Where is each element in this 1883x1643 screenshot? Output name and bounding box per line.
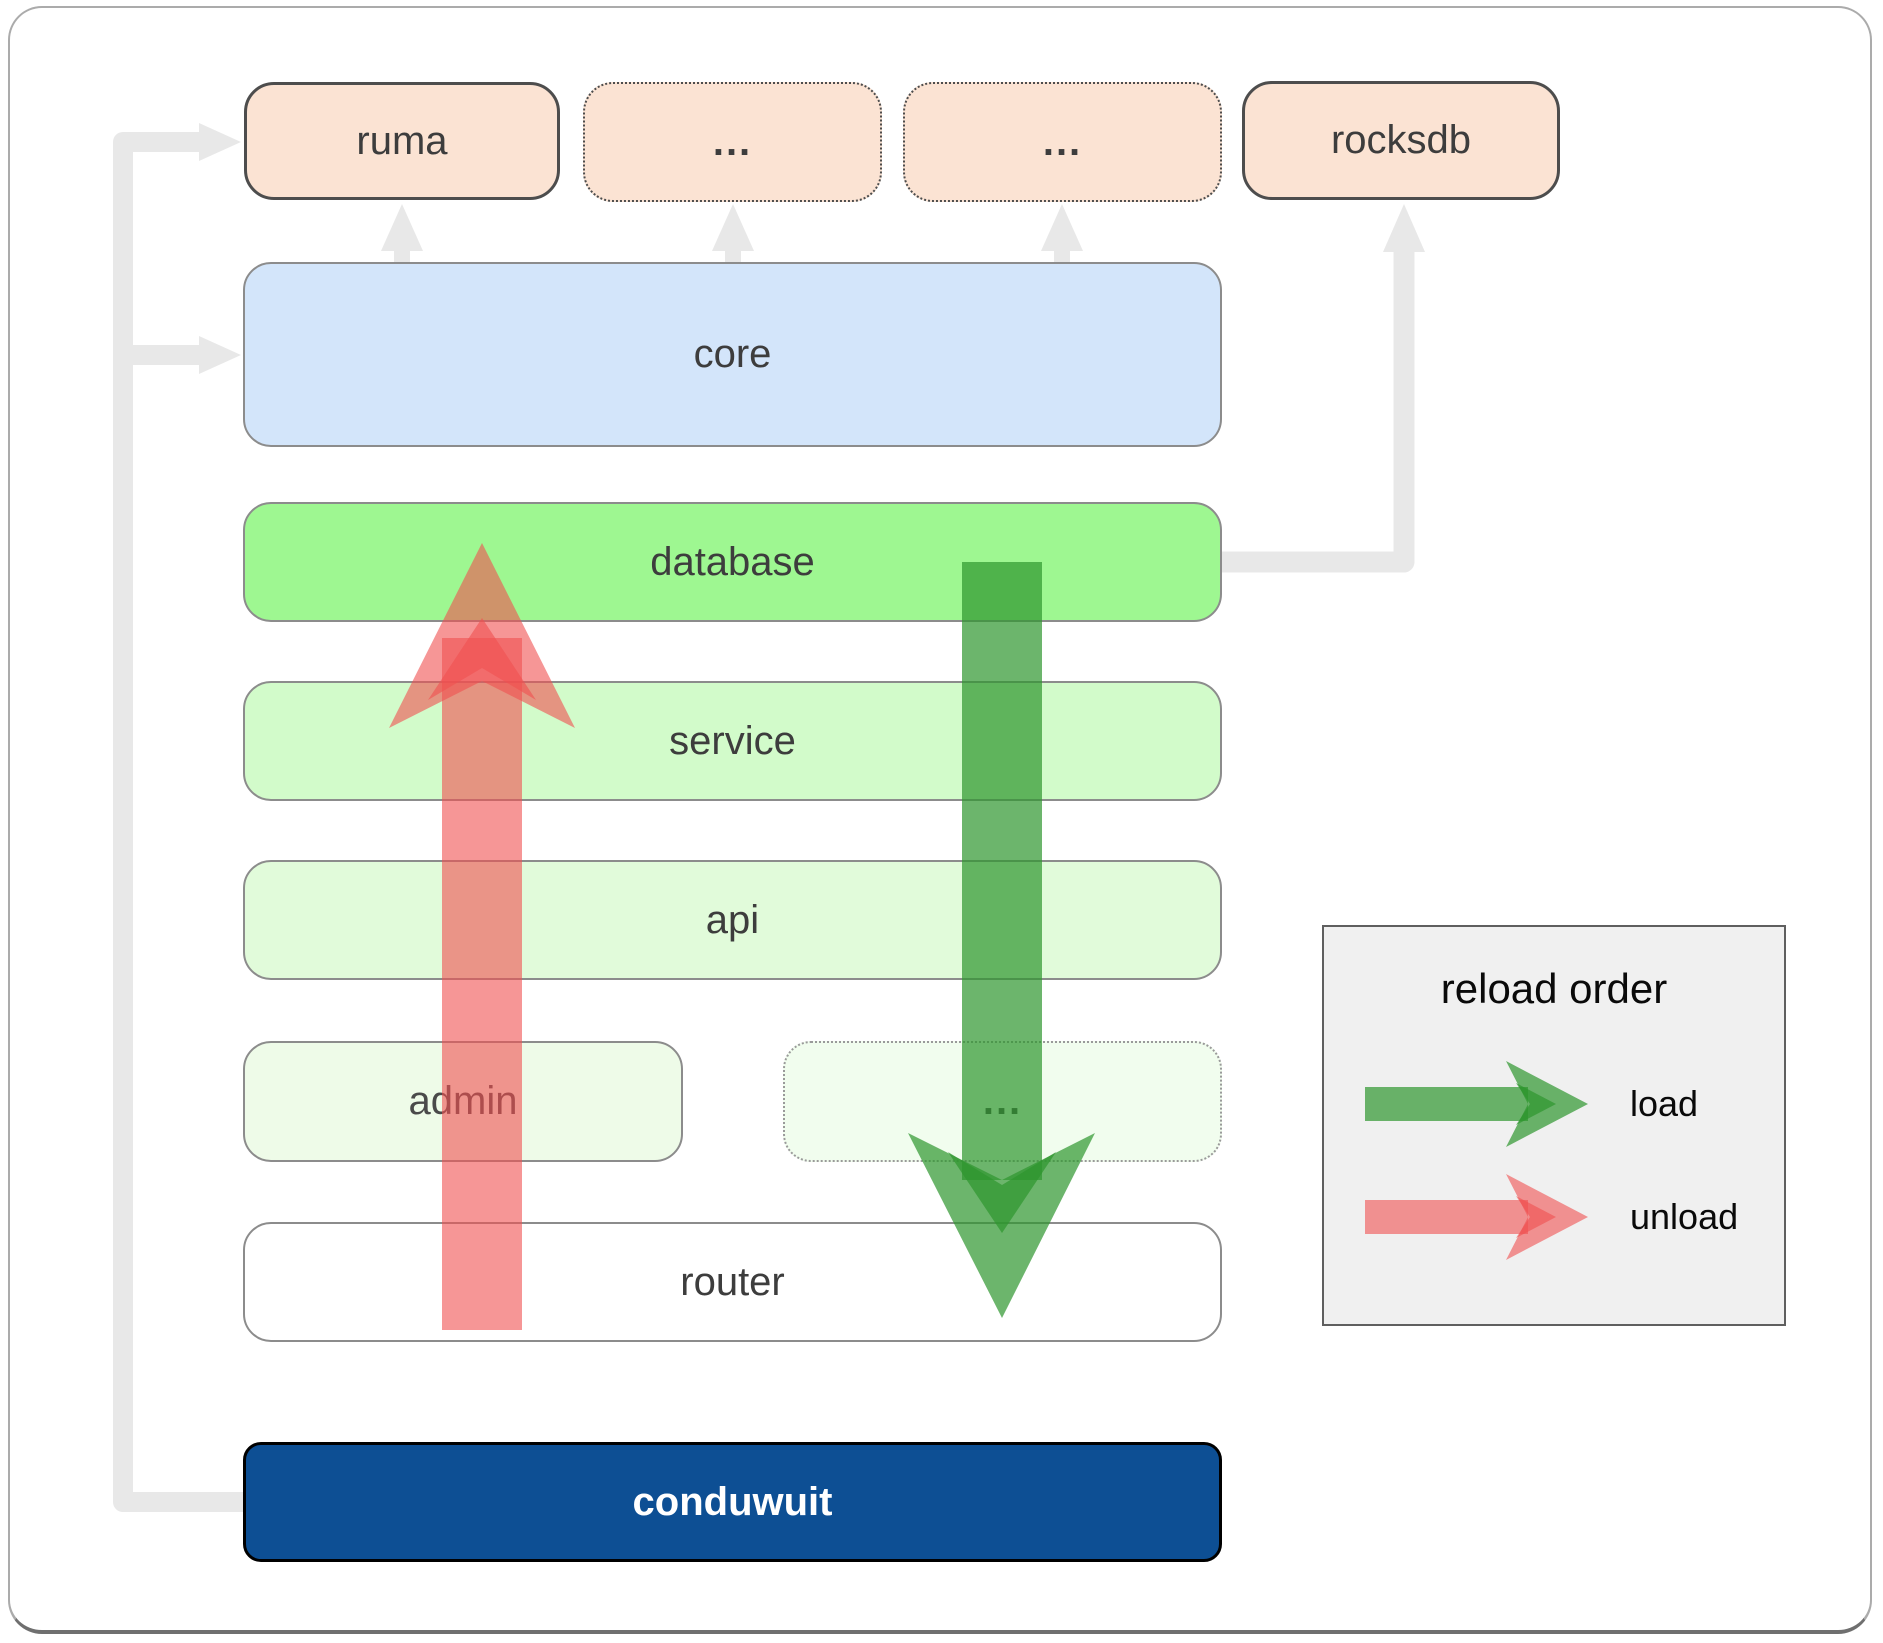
node-router-label: router: [680, 1259, 785, 1304]
node-service-label: service: [669, 718, 796, 763]
node-ruma: ruma: [244, 82, 560, 200]
legend-unload-label: unload: [1630, 1196, 1739, 1237]
legend-title: reload order: [1440, 965, 1668, 1012]
legend-box: reload order: [1322, 925, 1786, 1326]
legend-load-label: load: [1630, 1083, 1699, 1124]
node-dots-bottom: ...: [783, 1041, 1222, 1162]
node-conduwuit: conduwuit: [243, 1442, 1222, 1562]
node-router: router: [243, 1222, 1222, 1342]
node-ruma-label: ruma: [356, 118, 448, 163]
node-admin-label: admin: [408, 1079, 518, 1123]
node-service: service: [243, 681, 1222, 801]
node-api: api: [243, 860, 1222, 980]
node-database-label: database: [650, 539, 815, 584]
diagram-frame: [8, 6, 1872, 1634]
node-conduwuit-label: conduwuit: [632, 1479, 833, 1524]
node-rocksdb-label: rocksdb: [1330, 118, 1472, 162]
node-dots-top-1-label: ...: [712, 119, 753, 164]
node-core: core: [243, 262, 1222, 447]
node-rocksdb: rocksdb: [1242, 81, 1560, 200]
node-database: database: [243, 502, 1222, 622]
node-dots-top-2-label: ...: [1042, 119, 1083, 164]
node-dots-top-1: ...: [583, 82, 882, 202]
node-api-label: api: [705, 897, 760, 942]
node-admin: admin: [243, 1041, 683, 1162]
node-core-label: core: [693, 332, 772, 376]
node-dots-bottom-label: ...: [982, 1079, 1023, 1123]
node-dots-top-2: ...: [903, 82, 1222, 202]
